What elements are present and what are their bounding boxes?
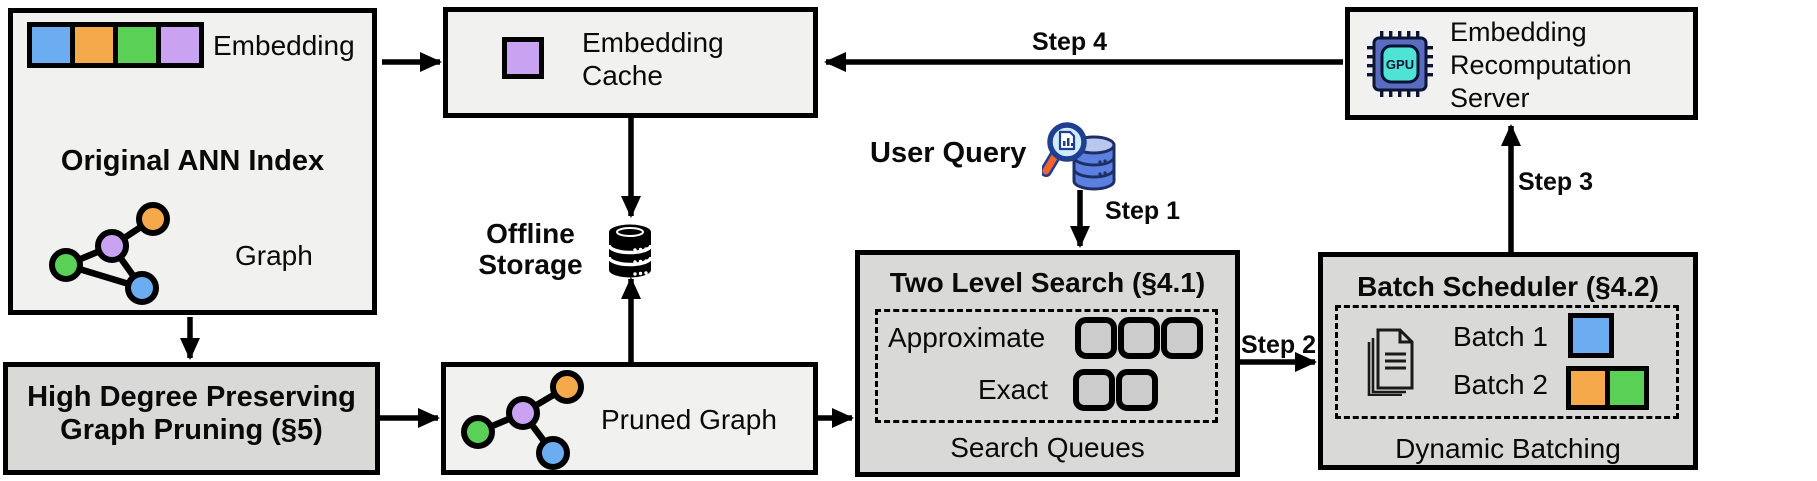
batch-scheduler-title: Batch Scheduler (§4.2): [1357, 271, 1659, 302]
embedding-cell-purple: [161, 27, 199, 63]
documents-icon: [1367, 328, 1414, 396]
graph-label: Graph: [235, 240, 313, 271]
gpu-chip-icon: GPU: [1367, 31, 1433, 97]
step1-label: Step 1: [1105, 197, 1181, 225]
approximate-queue-slots: [1075, 317, 1203, 359]
step2-label: Step 2: [1241, 331, 1317, 359]
embedding-cell-green: [118, 27, 156, 63]
pruned-graph-icon: [461, 370, 584, 470]
graph-icon: [49, 202, 170, 305]
queue-slot-icon: [1118, 317, 1160, 359]
gpu-chip-text: GPU: [1386, 57, 1414, 72]
queue-slot-icon: [1075, 317, 1117, 359]
pruned-graph-box: Pruned Graph: [441, 362, 818, 475]
database-icon: [607, 224, 653, 278]
batch-scheduler-box: Batch Scheduler (§4.2) Batch 1 Batch 2: [1318, 252, 1698, 470]
search-queues-caption: Search Queues: [950, 432, 1145, 463]
two-level-search-title: Two Level Search (§4.1): [889, 267, 1206, 298]
embedding-label: Embedding: [213, 30, 355, 61]
batch2-label: Batch 2: [1453, 369, 1548, 400]
queue-slot-icon: [1161, 317, 1203, 359]
original-ann-index-box: Embedding Original ANN Index Graph: [8, 8, 377, 315]
embedding-cell-blue: [32, 27, 70, 63]
batch1-square-blue: [1568, 313, 1614, 358]
search-queues-dashed-region: Approximate Exact: [875, 309, 1218, 423]
step4-label: Step 4: [1032, 28, 1108, 56]
exact-label: Exact: [977, 374, 1048, 405]
embedding-cache-box: Embedding Cache: [443, 7, 818, 118]
dynamic-batching-dashed-region: Batch 1 Batch 2: [1335, 305, 1679, 419]
recomputation-server-label: Embedding Recomputation Server: [1450, 17, 1632, 113]
query-search-icon: [1042, 122, 1116, 191]
cached-embedding-icon: [502, 37, 544, 79]
pruned-graph-label: Pruned Graph: [601, 404, 777, 435]
embedding-cache-label: Embedding Cache: [582, 27, 724, 92]
user-query-label: User Query: [870, 137, 1027, 169]
queue-slot-icon: [1116, 369, 1158, 411]
batch2-squares: [1566, 366, 1649, 410]
step3-label: Step 3: [1518, 168, 1594, 196]
embedding-cell-orange: [75, 27, 113, 63]
exact-queue-slots: [1073, 369, 1158, 411]
batch1-label: Batch 1: [1453, 321, 1548, 352]
embedding-vector-icon: [27, 22, 204, 68]
original-ann-index-title: Original ANN Index: [60, 145, 325, 177]
approximate-label: Approximate: [888, 322, 1046, 353]
batch2-square-orange: [1571, 371, 1605, 405]
queue-slot-icon: [1073, 369, 1115, 411]
dynamic-batching-caption: Dynamic Batching: [1395, 433, 1621, 464]
recomputation-server-box: GPU Embedding Recomputation Server: [1345, 7, 1698, 120]
two-level-search-box: Two Level Search (§4.1) Approximate Exac…: [855, 250, 1240, 477]
batch2-square-green: [1610, 371, 1644, 405]
